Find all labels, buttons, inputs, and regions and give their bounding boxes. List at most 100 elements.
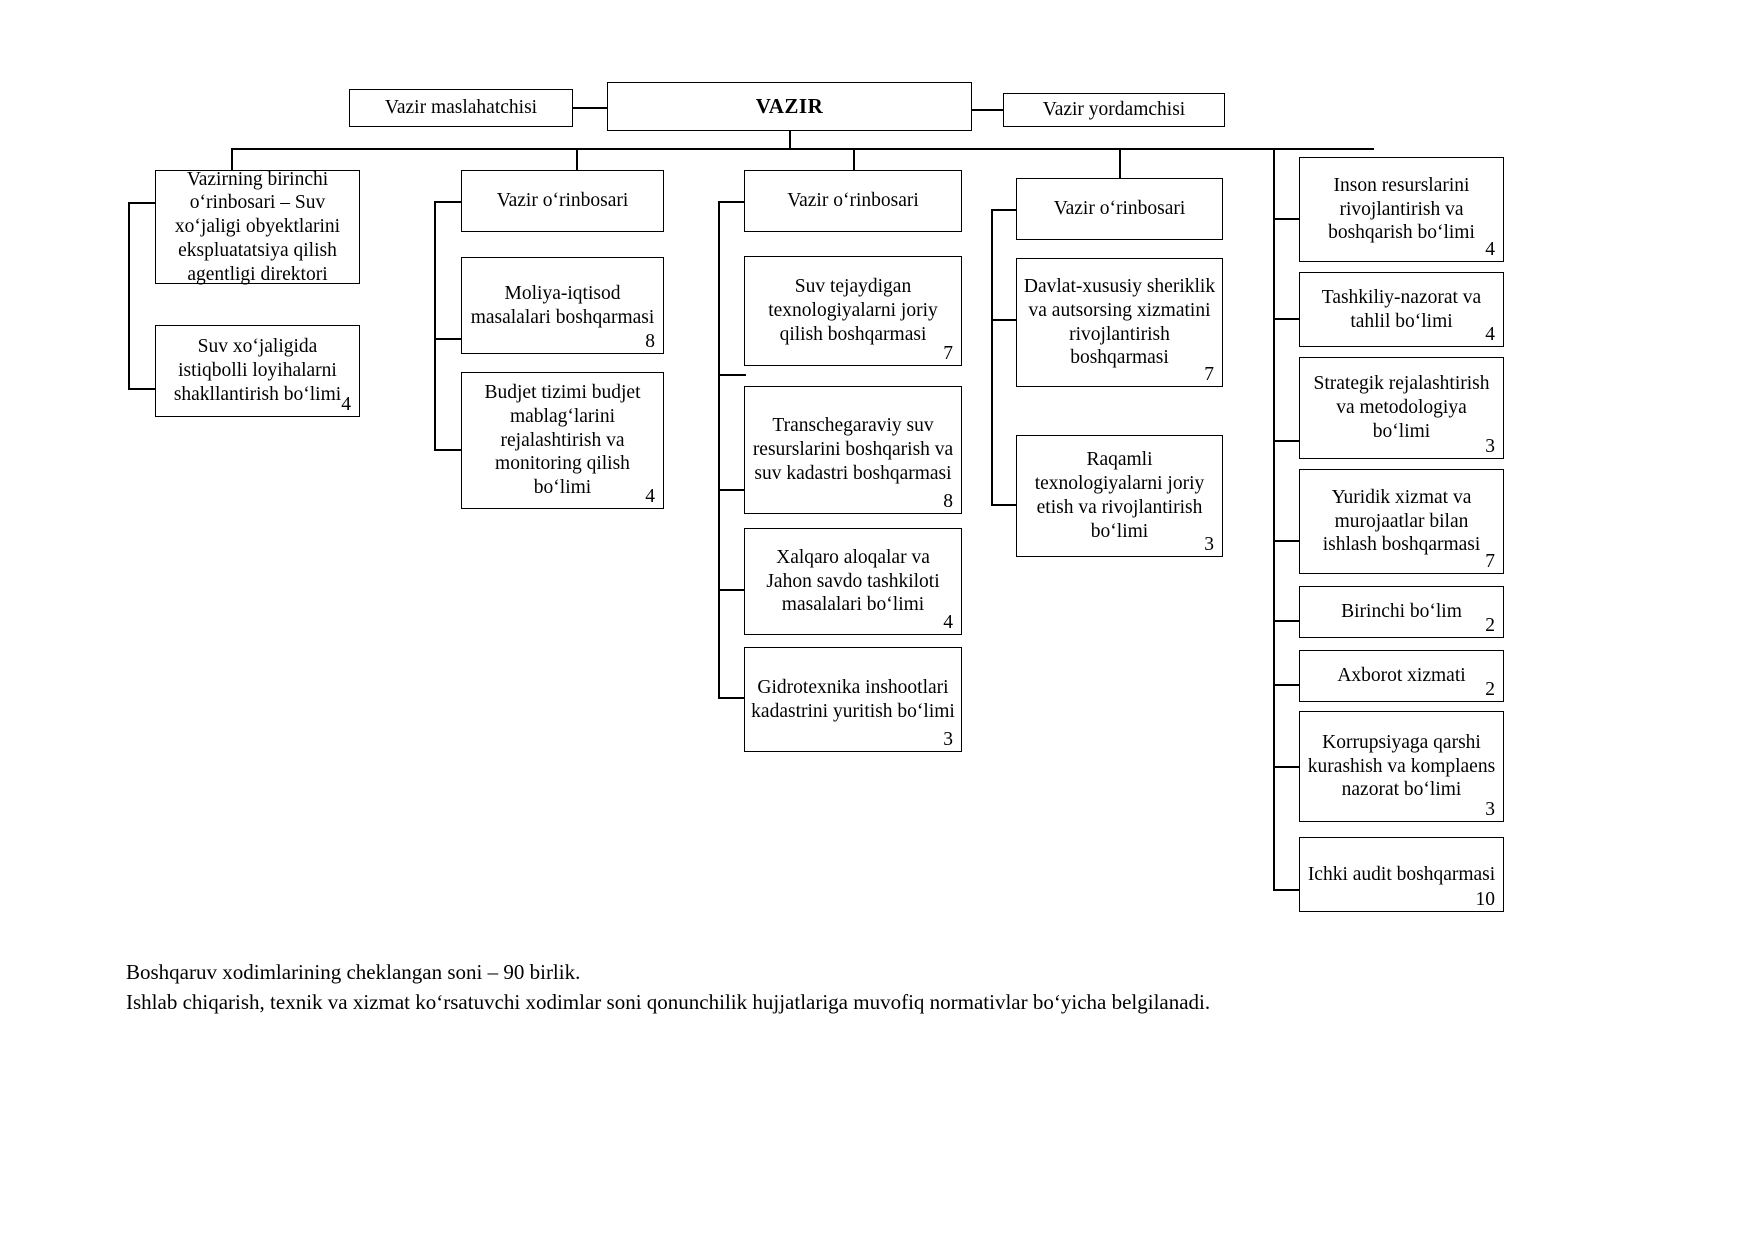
rail-col4 bbox=[991, 209, 993, 505]
rail-col5 bbox=[1273, 148, 1275, 890]
box-minister[interactable]: VAZIR bbox=[607, 82, 972, 131]
box-col3-head[interactable]: Vazir o‘rinbosari bbox=[744, 170, 962, 232]
box-minister-label: VAZIR bbox=[755, 93, 824, 118]
rail-col5-tie-0 bbox=[1273, 218, 1301, 220]
box-col4-item-1-label: Raqamli texnologiyalarni joriy etish va … bbox=[1034, 449, 1205, 542]
box-col5-item-7[interactable]: Ichki audit boshqarmasi 10 bbox=[1299, 837, 1504, 912]
box-col3-head-label: Vazir o‘rinbosari bbox=[787, 190, 919, 212]
box-col2-item-0[interactable]: Moliya-iqtisod masalalari boshqarmasi 8 bbox=[461, 257, 664, 354]
box-col1-item-0[interactable]: Suv xo‘jaligida istiqbolli loyihalarni s… bbox=[155, 325, 360, 417]
box-col2-item-1-label: Budjet tizimi budjet mablag‘larini rejal… bbox=[484, 382, 641, 499]
box-col5-item-7-label: Ichki audit boshqarmasi bbox=[1307, 863, 1496, 885]
box-col3-item-1[interactable]: Transchegaraviy suv resurslarini boshqar… bbox=[744, 386, 962, 514]
box-col5-item-3-count: 7 bbox=[1485, 550, 1495, 572]
rail-col3-tie-head bbox=[718, 201, 746, 203]
rail-col2-tie-head bbox=[434, 201, 462, 203]
box-col2-head[interactable]: Vazir o‘rinbosari bbox=[461, 170, 664, 232]
box-col5-item-0-count: 4 bbox=[1485, 238, 1495, 260]
box-advisor-left[interactable]: Vazir maslahatchisi bbox=[349, 89, 573, 127]
box-col5-item-1-count: 4 bbox=[1485, 323, 1495, 345]
connector-col3-drop bbox=[853, 148, 855, 171]
box-advisor-left-label: Vazir maslahatchisi bbox=[384, 97, 538, 119]
rail-col5-tie-3 bbox=[1273, 540, 1301, 542]
connector-minister-stem bbox=[789, 131, 791, 149]
box-col5-item-5[interactable]: Axborot xizmati 2 bbox=[1299, 650, 1504, 702]
box-col4-head-label: Vazir o‘rinbosari bbox=[1053, 198, 1186, 220]
box-col5-item-7-count: 10 bbox=[1475, 888, 1496, 910]
box-col5-item-5-label: Axborot xizmati bbox=[1337, 665, 1466, 687]
box-col3-item-1-count: 8 bbox=[943, 490, 953, 512]
box-col5-item-6-count: 3 bbox=[1485, 798, 1495, 820]
box-col1-head-label: Vazirning birinchi o‘rinbosari – Suv xo‘… bbox=[174, 168, 341, 285]
box-col5-item-2-label: Strategik rejalashtirish va metodologiya… bbox=[1313, 373, 1490, 442]
box-col3-item-2[interactable]: Xalqaro aloqalar va Jahon savdo tashkilo… bbox=[744, 528, 962, 635]
rail-col4-tie-head bbox=[991, 209, 1018, 211]
box-col5-item-4[interactable]: Birinchi bo‘lim 2 bbox=[1299, 586, 1504, 638]
connector-col1-drop bbox=[231, 148, 233, 172]
box-col5-item-1[interactable]: Tashkiliy-nazorat va tahlil bo‘limi 4 bbox=[1299, 272, 1504, 347]
rail-col5-tie-4 bbox=[1273, 620, 1301, 622]
rail-col2 bbox=[434, 201, 436, 450]
rail-col3-tie-2 bbox=[718, 589, 746, 591]
connector-col4-drop bbox=[1119, 148, 1121, 179]
box-col4-item-0-count: 7 bbox=[1204, 363, 1214, 385]
box-col5-item-4-count: 2 bbox=[1485, 614, 1495, 636]
footnote-line-1: Boshqaruv xodimlarining cheklangan soni … bbox=[126, 960, 581, 984]
rail-col5-tie-6 bbox=[1273, 766, 1301, 768]
connector-advisor-right bbox=[972, 109, 1003, 111]
box-col5-item-4-label: Birinchi bo‘lim bbox=[1341, 601, 1462, 623]
box-col5-item-3[interactable]: Yuridik xizmat va murojaatlar bilan ishl… bbox=[1299, 469, 1504, 574]
rail-col2-tie-1 bbox=[434, 449, 462, 451]
box-col5-item-6[interactable]: Korrupsiyaga qarshi kurashish va komplae… bbox=[1299, 711, 1504, 822]
rail-col1-tie-0 bbox=[128, 388, 156, 390]
box-col4-head[interactable]: Vazir o‘rinbosari bbox=[1016, 178, 1223, 240]
box-col3-item-3[interactable]: Gidrotexnika inshootlari kadastrini yuri… bbox=[744, 647, 962, 752]
connector-advisor-left bbox=[573, 107, 607, 109]
box-col4-item-0[interactable]: Davlat-xususiy sheriklik va autsorsing x… bbox=[1016, 258, 1223, 387]
box-col5-item-0[interactable]: Inson resurslarini rivojlantirish va bos… bbox=[1299, 157, 1504, 262]
rail-col5-tie-2 bbox=[1273, 440, 1301, 442]
rail-col1 bbox=[128, 202, 130, 389]
box-col4-item-1[interactable]: Raqamli texnologiyalarni joriy etish va … bbox=[1016, 435, 1223, 557]
rail-col3-tie-3 bbox=[718, 697, 746, 699]
box-col3-item-0[interactable]: Suv tejaydigan texnologiyalarni joriy qi… bbox=[744, 256, 962, 366]
box-col3-item-3-count: 3 bbox=[943, 728, 953, 750]
box-col5-item-5-count: 2 bbox=[1485, 678, 1495, 700]
rail-col5-tie-5 bbox=[1273, 684, 1301, 686]
box-col1-item-0-count: 4 bbox=[341, 393, 351, 415]
rail-col5-tie-7 bbox=[1273, 889, 1301, 891]
box-col5-item-6-label: Korrupsiyaga qarshi kurashish va komplae… bbox=[1307, 731, 1496, 801]
rail-col1-tie-head bbox=[128, 202, 156, 204]
box-col5-item-3-label: Yuridik xizmat va murojaatlar bilan ishl… bbox=[1322, 486, 1481, 556]
box-col3-item-1-label: Transchegaraviy suv resurslarini boshqar… bbox=[752, 415, 954, 484]
rail-col5-tie-1 bbox=[1273, 318, 1301, 320]
box-col3-item-0-label: Suv tejaydigan texnologiyalarni joriy qi… bbox=[768, 276, 938, 345]
rail-col3-tie-1 bbox=[718, 489, 746, 491]
rail-col3 bbox=[718, 201, 720, 698]
footnote-line-2: Ishlab chiqarish, texnik va xizmat ko‘rs… bbox=[126, 990, 1211, 1014]
box-col1-head[interactable]: Vazirning birinchi o‘rinbosari – Suv xo‘… bbox=[155, 168, 360, 285]
box-col3-item-2-label: Xalqaro aloqalar va Jahon savdo tashkilo… bbox=[766, 546, 940, 616]
box-col4-item-1-count: 3 bbox=[1204, 533, 1214, 555]
box-col5-item-2-count: 3 bbox=[1485, 435, 1495, 457]
box-col3-item-0-count: 7 bbox=[943, 342, 953, 364]
rail-col3-tie-0 bbox=[718, 374, 746, 376]
rail-col2-tie-0 bbox=[434, 338, 462, 340]
box-col2-item-0-label: Moliya-iqtisod masalalari boshqarmasi bbox=[470, 282, 655, 328]
box-col2-head-label: Vazir o‘rinbosari bbox=[496, 190, 629, 212]
box-advisor-right[interactable]: Vazir yordamchisi bbox=[1003, 93, 1225, 127]
box-col5-item-1-label: Tashkiliy-nazorat va tahlil bo‘limi bbox=[1321, 286, 1482, 332]
box-col2-item-1[interactable]: Budjet tizimi budjet mablag‘larini rejal… bbox=[461, 372, 664, 509]
rail-col4-tie-1 bbox=[991, 504, 1018, 506]
connector-main-bus bbox=[231, 148, 1374, 150]
box-col5-item-2[interactable]: Strategik rejalashtirish va metodologiya… bbox=[1299, 357, 1504, 459]
box-col3-item-2-count: 4 bbox=[943, 611, 953, 633]
box-col5-item-0-label: Inson resurslarini rivojlantirish va bos… bbox=[1328, 174, 1475, 244]
box-col2-item-1-count: 4 bbox=[645, 485, 655, 507]
box-col1-item-0-label: Suv xo‘jaligida istiqbolli loyihalarni s… bbox=[173, 336, 342, 405]
box-col3-item-3-label: Gidrotexnika inshootlari kadastrini yuri… bbox=[751, 676, 955, 722]
connector-col2-drop bbox=[576, 148, 578, 171]
rail-col4-tie-0 bbox=[991, 319, 1018, 321]
box-col4-item-0-label: Davlat-xususiy sheriklik va autsorsing x… bbox=[1023, 275, 1216, 369]
